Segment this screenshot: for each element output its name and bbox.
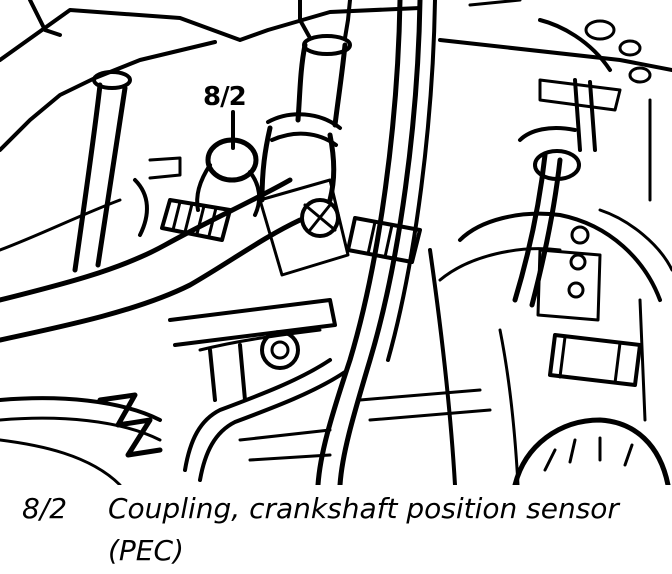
caption-description: Coupling, crankshaft position sensor <box>108 492 619 525</box>
left-hose <box>0 177 293 303</box>
coiled-hose-clip <box>97 392 163 458</box>
caption-description-continued: (PEC) <box>108 534 184 567</box>
right-connector-block <box>548 333 642 387</box>
callout-label-8-2: 8/2 <box>203 82 247 112</box>
engine-line-drawing <box>0 0 672 485</box>
caption-reference-number: 8/2 <box>22 492 68 525</box>
upper-housing-outline <box>0 6 422 62</box>
caption-indent <box>22 530 108 572</box>
caption-line-2: (PEC) <box>22 530 662 572</box>
figure-caption: 8/2 Coupling, crankshaft position sensor… <box>22 488 662 572</box>
caption-line-1: 8/2 Coupling, crankshaft position sensor <box>22 488 662 530</box>
engine-bay-illustration: 8/2 <box>0 0 672 485</box>
